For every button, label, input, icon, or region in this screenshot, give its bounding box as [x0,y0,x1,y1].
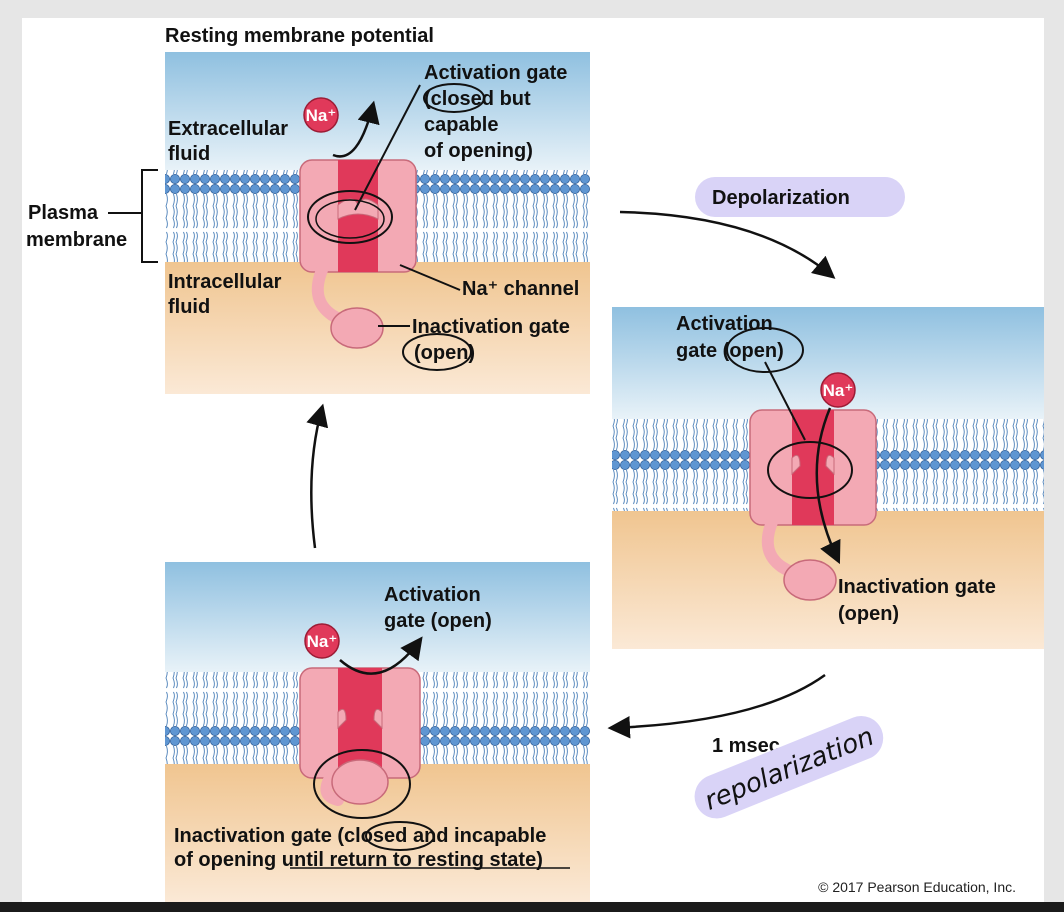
panel-resting: Na⁺ Activation gate (closed but capable … [165,52,590,394]
depolarization-label: Depolarization [712,187,850,209]
inactivation-gate-label: Inactivation gate [412,316,570,338]
sodium-ion [304,623,340,659]
extracellular-label: Extracellular [168,118,288,140]
membrane-label: membrane [26,229,127,251]
activation-gate-state-label: gate (open) [384,610,492,632]
repolarization-step: 1 msec repolarization [607,673,884,819]
sodium-channel-label: Na⁺ channel [462,278,579,300]
sodium-ion [303,97,339,133]
plasma-label: Plasma [28,202,99,224]
diagram-title: Resting membrane potential [165,25,434,47]
sodium-ion-label: Na⁺ [307,632,338,651]
activation-gate-opening-label: of opening) [424,140,533,162]
panel-depolarized: Na⁺ Activation gate (open) Inactivation … [612,307,1044,649]
activation-gate-label: Activation gate [424,62,567,84]
extracellular-fluid-label: fluid [168,143,210,165]
copyright-notice: © 2017 Pearson Education, Inc. [818,879,1016,895]
activation-gate-capable-label: capable [424,114,498,136]
sodium-ion-label: Na⁺ [823,381,854,400]
time-label: 1 msec [712,735,780,757]
sodium-ion [820,372,856,408]
panel-inactivated: Na⁺ Activation gate (open) Inactivation … [165,562,590,902]
return-arrow [306,403,329,549]
activation-gate-state-label: (closed but [424,88,531,110]
inactivation-gate-label: Inactivation gate (closed and incapable [174,825,546,847]
intracellular-label: Intracellular [168,271,282,293]
intracellular-fluid-label: fluid [168,296,210,318]
activation-gate-label: Activation [676,313,773,335]
inactivation-gate-state-label: (open) [414,342,475,364]
sodium-ion-label: Na⁺ [306,106,337,125]
depolarization-step: Depolarization [619,177,905,279]
plasma-membrane-bracket: Plasma membrane [26,169,158,263]
activation-gate-label: Activation [384,584,481,606]
inactivation-gate-state-label: (open) [838,603,899,625]
bottom-bar [0,902,1064,912]
inactivation-gate-state-label: of opening until return to resting state… [174,849,543,871]
inactivation-gate-label: Inactivation gate [838,576,996,598]
activation-gate-state-label: gate (open) [676,340,784,362]
